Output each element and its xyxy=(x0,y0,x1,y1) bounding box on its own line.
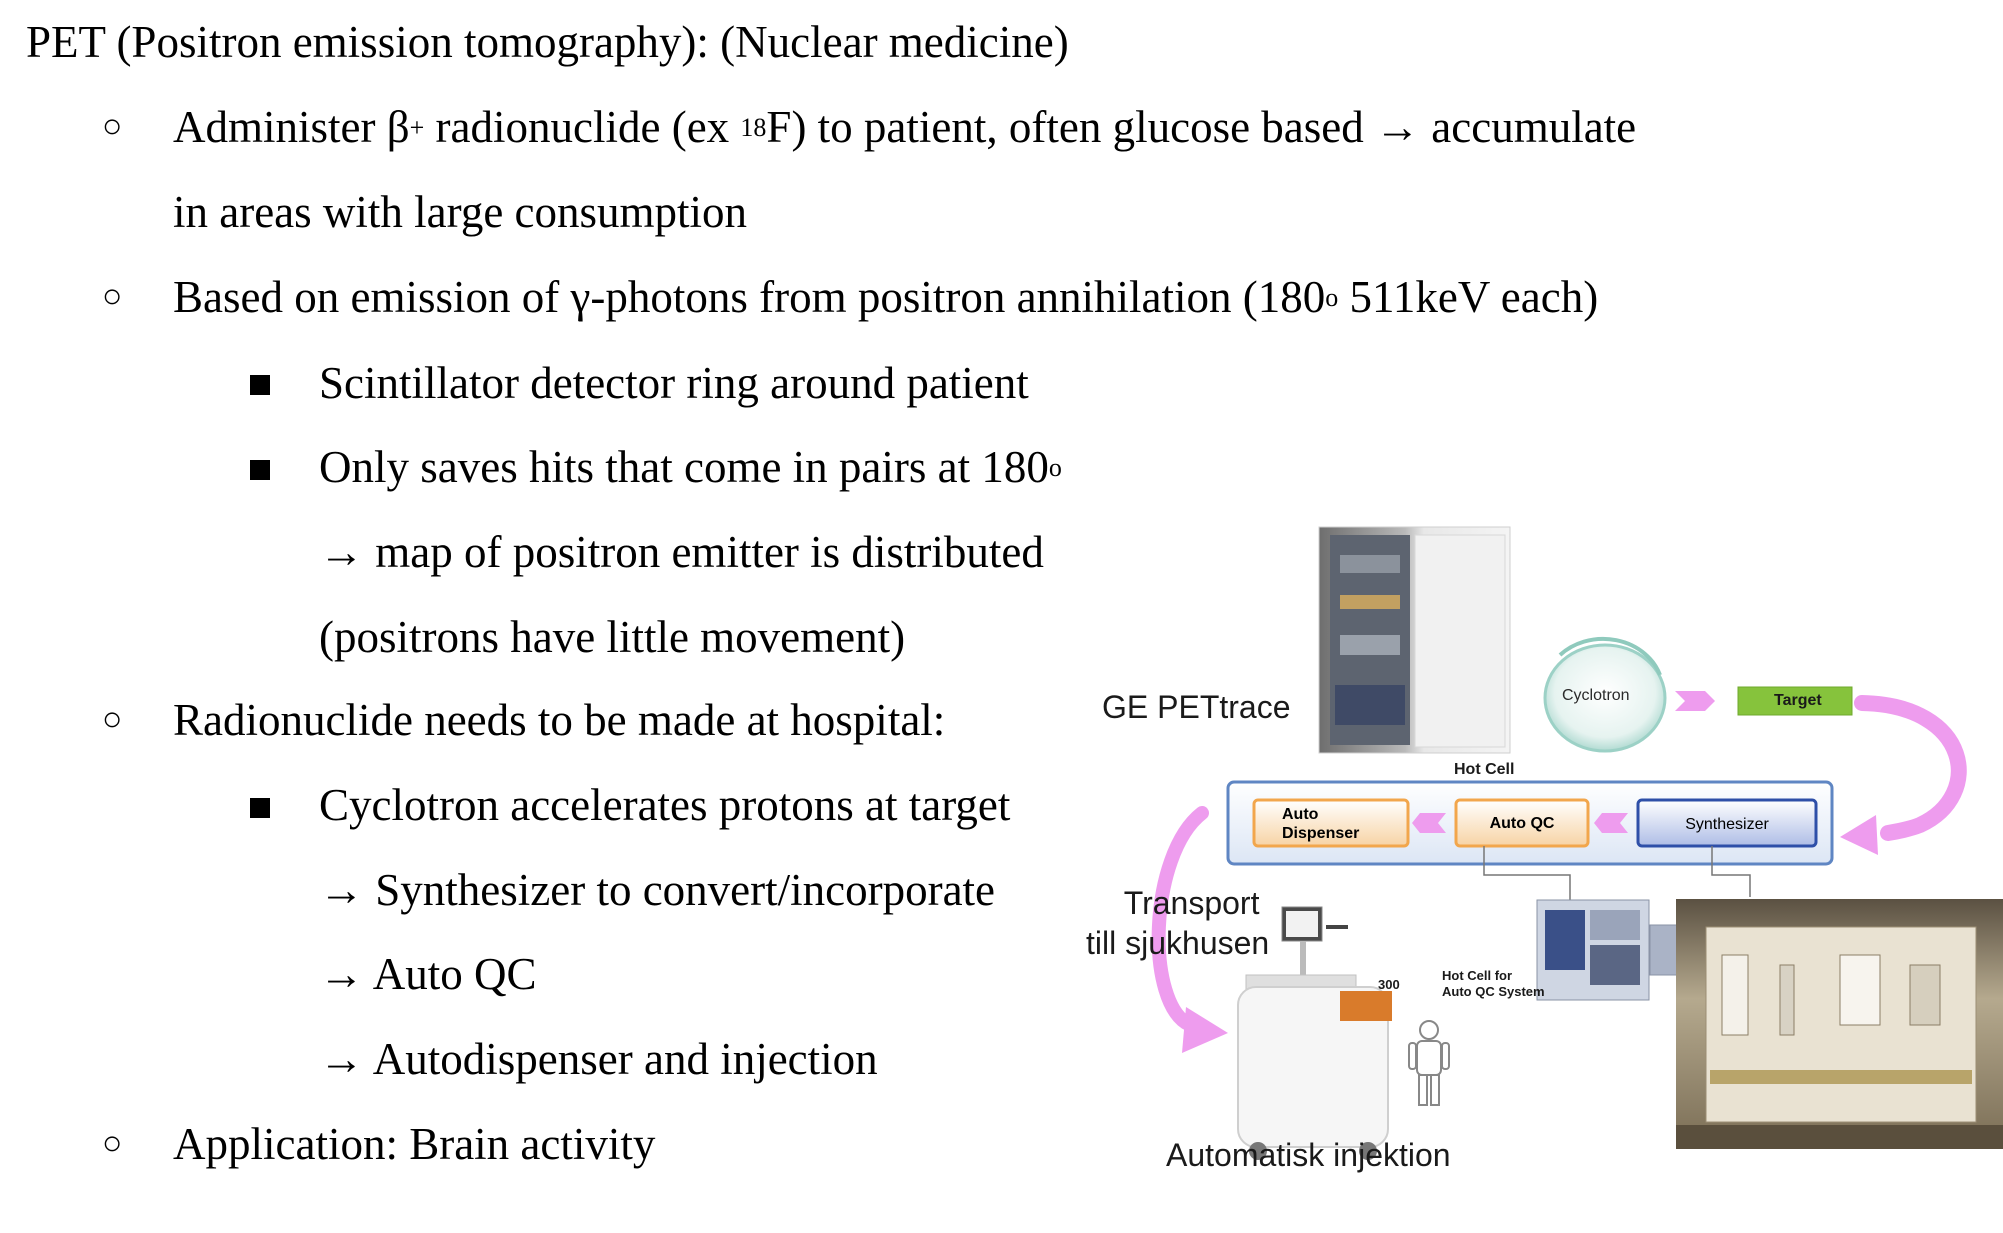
square-bullet-icon xyxy=(250,375,270,395)
qc-system-photo xyxy=(1536,899,1695,1001)
synthesizer-box xyxy=(1636,798,1818,848)
subbullet-cyclotron-line4: → Autodispenser and injection xyxy=(319,1034,878,1084)
page-heading: PET (Positron emission tomography): (Nuc… xyxy=(26,17,1069,67)
target-box xyxy=(1737,686,1853,716)
circle-bullet-icon: ○ xyxy=(102,108,123,145)
bullet-radionuclide: Radionuclide needs to be made at hospita… xyxy=(173,695,946,745)
cyclotron-label: Cyclotron xyxy=(1562,687,1630,704)
circle-bullet-icon: ○ xyxy=(102,278,123,315)
subbullet-scintillator: Scintillator detector ring around patien… xyxy=(319,358,1029,408)
arrow-target-to-synth-icon xyxy=(1854,695,1967,841)
person-icon xyxy=(1408,1020,1450,1106)
bullet-administer-continued: in areas with large consumption xyxy=(173,187,748,237)
arrow-qc-to-dispenser-icon xyxy=(1412,813,1446,833)
auto-dispenser-label: Auto Dispenser xyxy=(1282,806,1360,842)
auto-qc-label: Auto QC xyxy=(1489,815,1555,832)
bullet-administer: Administer β+ radionuclide (ex 18F) to p… xyxy=(173,102,1637,152)
synthesizer-label: Synthesizer xyxy=(1685,816,1769,833)
hot-cell-label: Hot Cell xyxy=(1454,761,1515,778)
pettrace-label: GE PETtrace xyxy=(1102,689,1291,725)
auto-dispenser-box xyxy=(1252,798,1410,848)
auto-qc-box xyxy=(1454,798,1590,848)
transport-arrow-icon xyxy=(1151,806,1209,1032)
square-bullet-icon xyxy=(250,798,270,818)
target-label: Target xyxy=(1774,692,1822,709)
subbullet-cyclotron-line3: → Auto QC xyxy=(319,949,537,999)
synthesizer-photo xyxy=(1676,899,2003,1149)
subbullet-pairs-line3: (positrons have little movement) xyxy=(319,612,906,662)
subbullet-cyclotron-line2: → Synthesizer to convert/incorporate xyxy=(319,865,996,915)
subbullet-pairs-line2: → map of positron emitter is distributed xyxy=(319,527,1044,577)
cyclotron-node xyxy=(1543,636,1667,753)
device-number: 300 xyxy=(1378,977,1400,992)
subbullet-cyclotron: Cyclotron accelerates protons at target xyxy=(319,780,1011,830)
circle-bullet-icon: ○ xyxy=(102,1125,123,1162)
injector-device xyxy=(1237,906,1392,1160)
bullet-application: Application: Brain activity xyxy=(173,1119,656,1169)
square-bullet-icon xyxy=(250,460,270,480)
arrow-to-target-icon xyxy=(1675,691,1715,711)
circle-bullet-icon: ○ xyxy=(102,701,123,738)
transport-label: Transport till sjukhusen xyxy=(1086,885,1270,961)
bullet-emission: Based on emission of γ-photons from posi… xyxy=(173,272,1599,322)
pet-production-diagram: GE PETtrace Cyclotron Target Hot Cell Au… xyxy=(1050,525,2003,1185)
diagram-graphics xyxy=(1151,526,2003,1160)
pettrace-photo xyxy=(1318,526,1511,754)
subbullet-pairs: Only saves hits that come in pairs at 18… xyxy=(319,442,1062,492)
auto-injection-label: Automatisk injektion xyxy=(1166,1137,1451,1173)
qc-system-label: Hot Cell for Auto QC System xyxy=(1442,968,1545,999)
arrow-synth-to-qc-icon xyxy=(1594,813,1628,833)
